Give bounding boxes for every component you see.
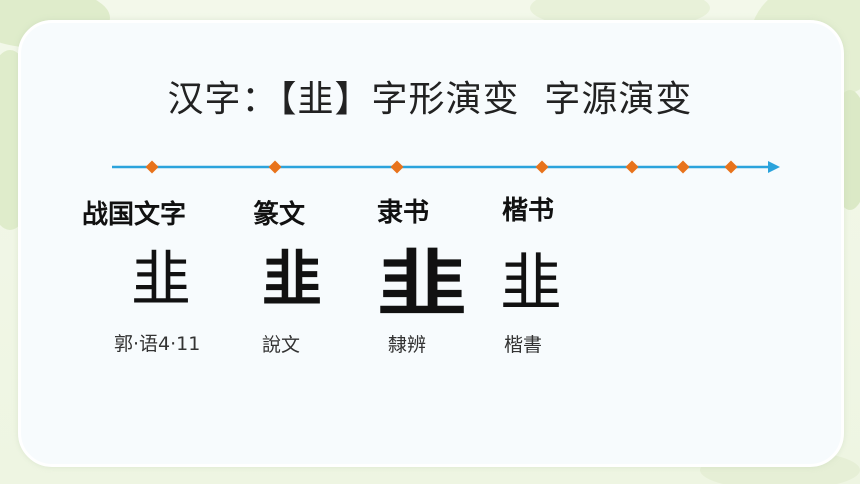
source-regular: 楷書	[504, 334, 543, 356]
era-label-seal: 篆文	[253, 200, 306, 230]
timeline-marker	[724, 160, 738, 174]
page-title: 汉字：【韭】字形演变 字源演变	[167, 79, 693, 120]
glyph-regular: 韭	[500, 246, 563, 319]
timeline-marker	[535, 160, 549, 174]
era-label-clerical: 隶书	[377, 198, 430, 228]
source-seal: 說文	[262, 334, 301, 356]
glyph-warring-states: 韭	[131, 245, 191, 315]
timeline-arrow-icon	[768, 161, 780, 173]
glyph-clerical: 韭	[377, 241, 468, 326]
source-warring-states: 郭·语4·11	[114, 333, 201, 355]
era-label-warring-states: 战国文字	[82, 200, 187, 230]
timeline-marker	[268, 160, 282, 174]
timeline-marker	[625, 160, 639, 174]
content-card	[18, 20, 844, 467]
timeline-marker	[390, 160, 404, 174]
glyph-seal: 韭	[262, 245, 322, 315]
timeline-marker	[676, 160, 690, 174]
era-label-regular: 楷书	[502, 196, 555, 226]
source-clerical: 隸辨	[388, 334, 427, 356]
timeline-marker	[145, 160, 159, 174]
